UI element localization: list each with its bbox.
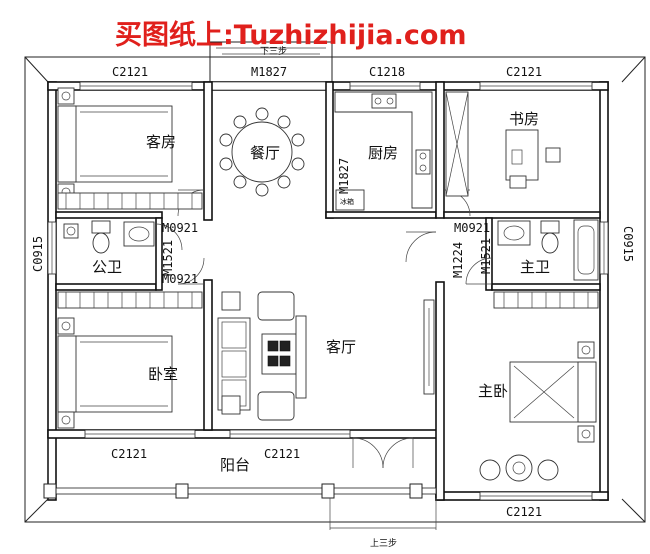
door-code-guest: M0921 — [162, 221, 198, 235]
master-bath-fixtures — [497, 219, 599, 281]
room-label-living: 客厅 — [326, 338, 356, 356]
window-code-bottom-balcony: C2121 — [264, 447, 300, 461]
steps-label-top: 下三步 — [260, 46, 287, 57]
eave-outline — [24, 56, 646, 523]
steps-label-bottom: 上三步 — [370, 538, 397, 549]
top-windows — [79, 81, 593, 91]
bedroom-wardrobe — [57, 291, 203, 309]
watermark-text: 买图纸上:Tuzhizhijia.com — [115, 19, 467, 51]
tv-cabinet — [423, 299, 435, 395]
public-bath-fixtures — [63, 220, 155, 254]
room-label-balcony: 阳台 — [220, 456, 250, 474]
master-bed — [509, 341, 597, 443]
door-code-master-bath: M1521 — [479, 238, 493, 274]
guest-room-bed — [57, 87, 173, 201]
door-code-top-middle: M1827 — [251, 65, 287, 79]
side-windows — [47, 221, 609, 275]
door-code-bedroom: M0921 — [162, 272, 198, 286]
window-code-left-side: C0915 — [31, 236, 45, 272]
master-wardrobe — [493, 291, 599, 309]
window-code-top-left: C2121 — [112, 65, 148, 79]
study-furniture — [445, 91, 561, 197]
window-code-top-kitchen: C1218 — [369, 65, 405, 79]
guest-room-wardrobe — [57, 192, 203, 210]
balcony-railing — [43, 438, 437, 530]
room-label-guest-room: 客房 — [146, 133, 176, 151]
room-label-public-bath: 公卫 — [92, 258, 122, 276]
kitchen-counters — [334, 91, 433, 211]
living-room-sofa-set — [217, 291, 307, 421]
window-code-right-side: C0915 — [621, 226, 635, 262]
room-label-master-bedroom: 主卧 — [478, 382, 508, 400]
window-code-bottom-left: C2121 — [111, 447, 147, 461]
window-code-top-right: C2121 — [506, 65, 542, 79]
interior-walls — [55, 81, 601, 501]
door-code-kitchen: M1827 — [337, 158, 351, 194]
fridge-label: 冰箱 — [340, 197, 354, 206]
master-chairs — [479, 454, 559, 482]
bedroom-bed — [57, 317, 173, 429]
room-label-dining: 餐厅 — [250, 144, 280, 162]
door-code-public-bath: M1521 — [161, 240, 175, 276]
door-code-master: M0921 — [454, 221, 490, 235]
door-code-entry: M1224 — [451, 242, 465, 278]
window-code-bottom-right: C2121 — [506, 505, 542, 519]
room-label-master-bath: 主卫 — [520, 258, 550, 276]
balcony-double-door — [352, 437, 414, 469]
room-label-study: 书房 — [509, 110, 539, 128]
bottom-windows — [84, 429, 593, 501]
room-label-bedroom: 卧室 — [148, 365, 178, 383]
dining-table — [219, 107, 305, 197]
room-label-kitchen: 厨房 — [368, 144, 398, 162]
